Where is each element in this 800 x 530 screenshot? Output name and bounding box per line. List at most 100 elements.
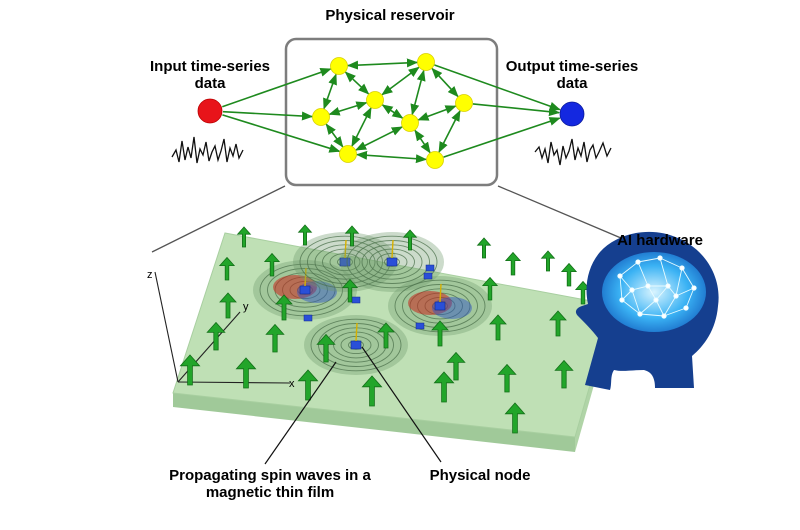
brain-link [655,285,669,301]
ai-hardware-label: AI hardware [617,232,703,249]
spin-wave-ring [267,268,343,312]
reservoir-node [455,94,473,112]
spin-wave-ring [361,244,423,280]
brain-link [621,299,641,315]
brain-neuron [653,297,659,303]
network-edge [438,110,461,153]
spin-arrow [431,320,449,347]
brain-link [639,299,657,315]
brain-link [685,287,695,309]
spin-arrow [344,225,360,247]
network-edge [410,69,426,116]
brain-neuron [661,313,667,319]
brain-icon [602,252,706,332]
physical-node-marker [350,340,362,350]
physical-node-marker [425,264,435,272]
input-label: Input time-series data [120,58,300,93]
network-edge [381,104,404,119]
brain-neuron [679,265,685,271]
brain-link [637,261,649,287]
spin-waves-label-line1: Propagating spin waves in a [169,467,371,484]
spin-wave-ring [314,244,376,280]
spin-arrow [549,310,567,337]
spin-arrow [236,226,252,248]
reservoir-node [339,145,357,163]
spin-arrow [481,276,499,301]
physical-node-marker [303,314,313,322]
output-label-line2: data [556,74,588,92]
spin-arrow [476,237,492,259]
brain-neuron [629,287,635,293]
physical-node-marker [386,257,398,267]
spin-arrow [218,256,236,281]
brain-neuron [691,285,697,291]
brain-link [647,285,657,301]
spin-arrow [489,314,507,341]
spin-arrow [206,321,226,351]
spin-arrow [235,357,257,389]
node-antenna [439,283,442,303]
film-side [173,393,575,452]
spin-waves-label-line2: magnetic thin film [205,483,335,501]
input-label-line2: data [194,74,226,92]
network-edge [417,105,457,121]
brain-link [631,289,641,315]
axis-z-label: z [147,269,153,281]
physical-node-label: Physical node [429,467,531,484]
brain-neuron [673,293,679,299]
spin-arrow [446,351,466,381]
brain-link [619,275,633,291]
spin-arrow [316,333,336,363]
spin-arrow [497,363,517,393]
physical-node-marker [299,285,311,295]
spin-arrow [219,292,237,319]
physical-node-marker [423,272,433,280]
node-antenna [304,267,307,287]
axis-y-label: y [243,301,249,313]
reservoir-node [401,114,419,132]
brain-neuron [683,305,689,311]
output-node [559,101,585,127]
reservoir-node [366,91,384,109]
node-antenna [344,239,347,259]
spin-wave-ring [346,235,438,289]
spin-arrow [402,229,418,251]
brain-link [663,295,677,317]
node-antenna [355,322,358,342]
physical-node-marker [351,296,361,304]
network-edge [346,58,419,70]
ai-head-icon [575,231,719,390]
network-edge [355,126,403,151]
spin-arrow [297,224,313,246]
network-edge [431,67,459,98]
brain-link [681,267,695,289]
brain-link [637,257,661,263]
spin-wave-ring [318,323,394,367]
network-edge [323,73,337,110]
network-edge [222,110,314,121]
network-edge [344,71,370,95]
brain-link [655,299,665,317]
brain-neuron [619,297,625,303]
network-edge [434,64,561,111]
network-edge [414,129,431,154]
brain-neuron [645,283,651,289]
brain-link [619,275,623,301]
spin-arrow [554,359,574,389]
brain-link [663,307,687,317]
brain-link [631,285,649,291]
brain-link [659,257,683,269]
input-label-line1: Input time-series [149,58,271,75]
brain-link [639,313,665,317]
brain-link [619,261,639,277]
reservoir-node [426,151,444,169]
zoom-line-left [151,185,286,253]
spin-arrow [341,278,359,303]
spin-wave-ripples [253,232,492,375]
network-edges [222,58,561,164]
spin-waves-label: Propagating spin waves in a magnetic thi… [120,467,420,502]
brain-neuron [617,273,623,279]
spin-arrow [179,354,201,386]
spin-arrow [361,375,383,407]
network-edge [222,114,341,153]
